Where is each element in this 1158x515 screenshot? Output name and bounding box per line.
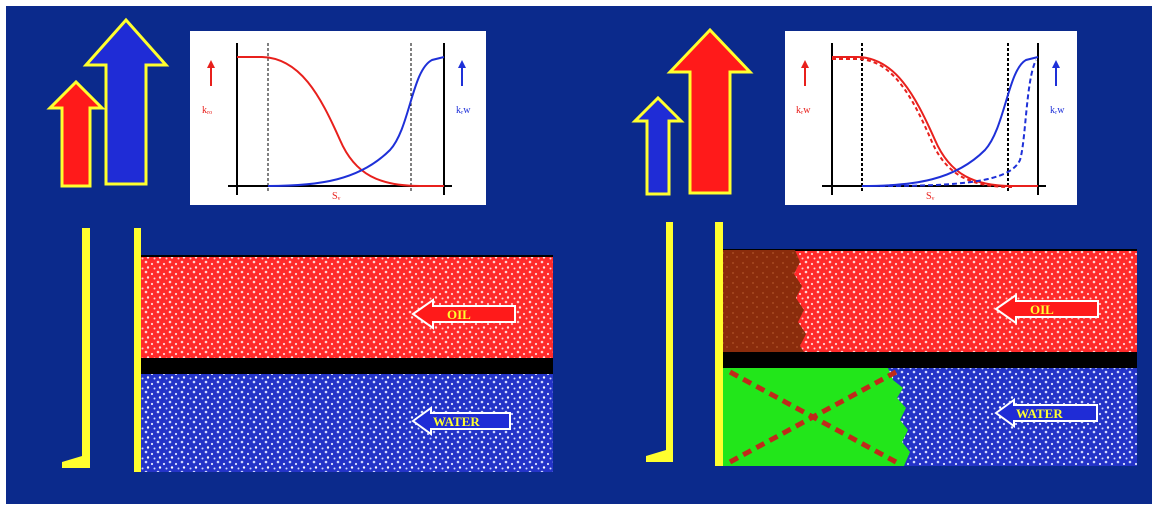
right-krw-label: kᵣw [1050, 105, 1065, 116]
left-shale-barrier [141, 358, 553, 374]
left-krw-curve [267, 56, 445, 187]
left-oil-label: OIL [447, 307, 471, 322]
right-outer-casing [646, 222, 673, 462]
right-blocked-cross-2 [728, 369, 898, 465]
right-krw-curve [861, 56, 1039, 187]
right-water-flow-arrow: WATER [994, 398, 1098, 428]
left-panel: kᵣₒ kᵣw Sᵥ OIL WATER [46, 17, 553, 472]
right-sw-label: Sᵥ [926, 191, 935, 202]
right-inner-casing [715, 222, 738, 466]
right-gel-in-oil-zone [723, 250, 806, 352]
left-oil-flow-arrow: OIL [411, 298, 516, 330]
right-oil-rate-arrow [666, 27, 754, 195]
right-water-rate-arrow [631, 95, 685, 196]
right-oil-label: OIL [1030, 302, 1054, 317]
left-krw-label: kᵣw [456, 105, 471, 116]
right-water-label: WATER [1016, 406, 1063, 421]
right-oil-flow-arrow: OIL [994, 293, 1099, 325]
right-relperm-chart: kᵣw kᵣw Sᵥ [785, 31, 1077, 205]
left-water-rate-arrow [82, 17, 170, 186]
right-kro-curve [832, 56, 1038, 187]
left-kro-curve [237, 56, 444, 187]
right-krw-curve-modified [879, 59, 1037, 187]
right-kro-label: kᵣw [796, 105, 811, 116]
right-panel: kᵣw kᵣw Sᵥ OIL WATER [631, 27, 1137, 466]
left-sw-label: Sᵥ [332, 191, 341, 202]
right-shale-barrier [723, 352, 1137, 368]
left-water-label: WATER [433, 414, 480, 429]
left-water-flow-arrow: WATER [411, 406, 511, 436]
left-outer-casing [62, 228, 90, 468]
left-kro-label: kᵣₒ [202, 105, 212, 116]
right-kro-curve-modified [832, 58, 1013, 188]
left-relperm-chart: kᵣₒ kᵣw Sᵥ [190, 31, 486, 205]
left-oil-rate-arrow [46, 79, 106, 188]
left-inner-casing [134, 228, 155, 472]
